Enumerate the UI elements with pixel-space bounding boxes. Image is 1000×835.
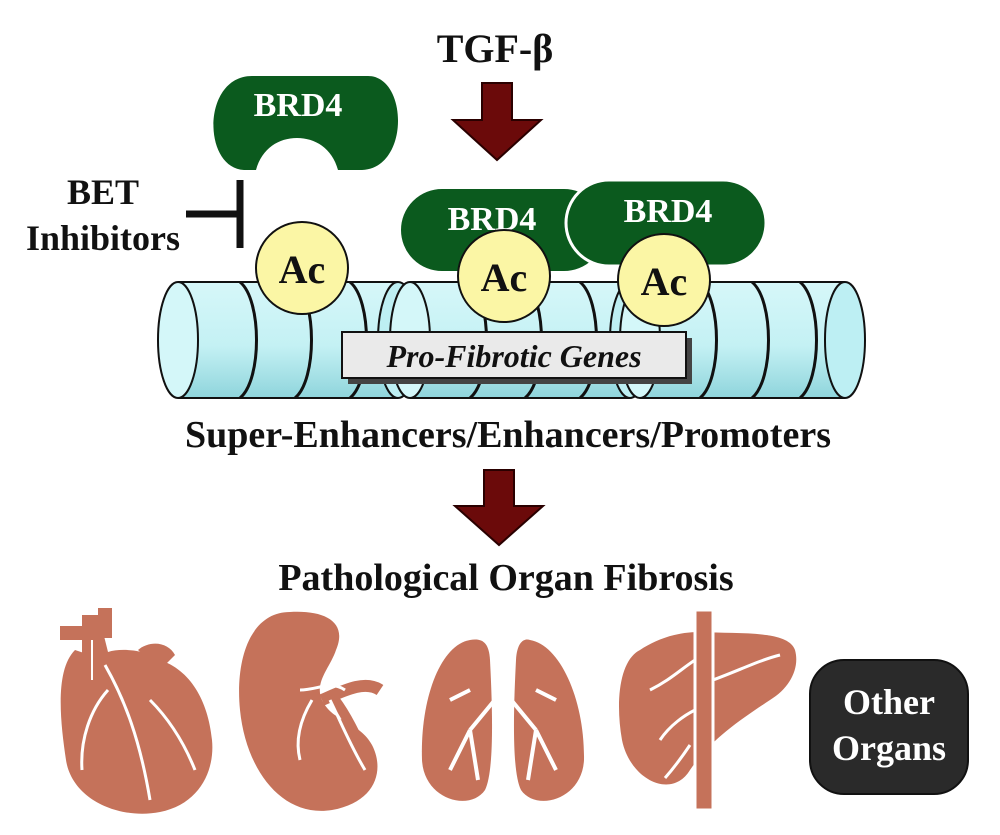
outcome-label: Pathological Organ Fibrosis [278,557,733,599]
tgf-beta-label: TGF-β [437,26,554,71]
acetyl-label-1: Ac [279,247,326,292]
regions-label: Super-Enhancers/Enhancers/Promoters [185,414,831,456]
liver-icon [619,608,797,812]
bet-label-line1: BET [67,172,139,212]
genes-label: Pro-Fibrotic Genes [385,338,641,374]
other-organs-box [809,659,969,795]
brd4-bound-label-2: BRD4 [624,193,713,230]
acetyl-label-3: Ac [641,259,688,304]
other-organs-line1: Other [843,682,935,722]
tgf-beta-arrow [450,82,544,162]
brd4-free-shape [213,76,399,170]
genes-box [341,331,687,379]
acetyl-marker-2: Ac [457,229,551,323]
acetyl-marker-1: Ac [255,221,349,315]
inhibition-symbol [186,180,244,248]
acetyl-marker-3: Ac [617,233,711,327]
bet-label-line2: Inhibitors [26,218,180,258]
lungs-icon [421,630,585,801]
other-organs-line2: Organs [832,728,946,768]
acetyl-label-2: Ac [481,255,528,300]
outcome-arrow [452,469,546,547]
kidney-icon [239,611,384,811]
brd4-free-label: BRD4 [254,87,343,124]
heart-icon [60,608,213,814]
